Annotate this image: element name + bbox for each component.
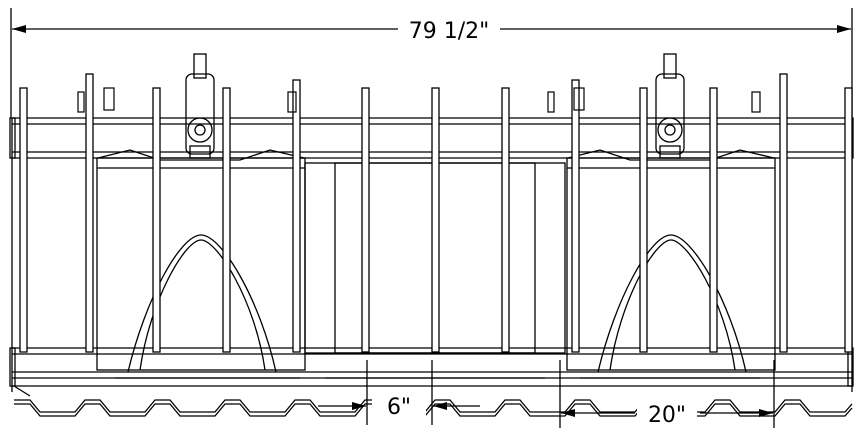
grapple-width-label: 20" <box>648 403 686 428</box>
overall-width-dimension: 79 1/2" <box>10 8 853 118</box>
tine-bar <box>779 73 788 353</box>
tine-bar <box>222 87 231 353</box>
tine-bar <box>152 87 161 353</box>
left-grapple-arm <box>96 53 306 373</box>
arm-brackets <box>77 87 761 113</box>
tine-bar <box>361 87 370 353</box>
grapple-width-dimension: 20" <box>559 360 775 428</box>
tine-bar <box>85 73 94 353</box>
tine-bar <box>292 79 301 353</box>
tine-bar <box>844 87 853 353</box>
tine-bar <box>431 87 440 353</box>
tines <box>19 73 853 353</box>
tine-bar <box>709 87 718 353</box>
tine-bar <box>639 87 648 353</box>
bottom-basket <box>13 377 853 417</box>
overall-width-label: 79 1/2" <box>409 19 490 44</box>
tine-bar <box>19 87 28 353</box>
tine-spacing-dimension: 6" <box>318 360 480 425</box>
tine-spacing-label: 6" <box>387 395 411 420</box>
right-grapple-arm <box>566 53 776 373</box>
tine-bar <box>571 79 580 353</box>
tine-bar <box>501 87 510 353</box>
